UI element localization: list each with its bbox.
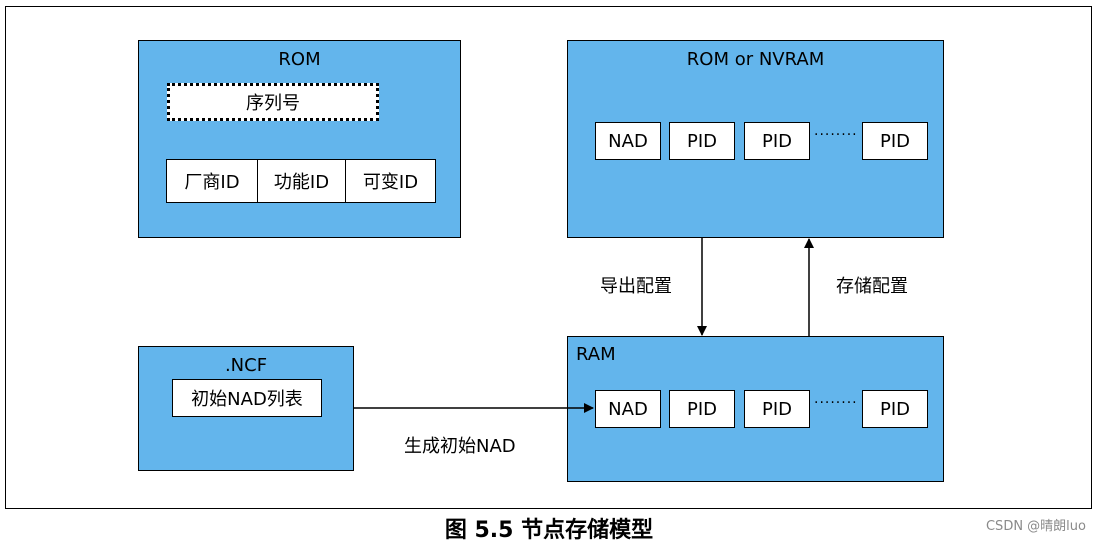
watermark: CSDN @晴朗luo <box>985 519 1086 534</box>
store-config-label: 存储配置 <box>836 276 908 297</box>
export-config-label: 导出配置 <box>600 276 672 297</box>
nvram-ellipsis: ········ <box>814 127 858 143</box>
ram-pid-cell: PID <box>862 390 928 428</box>
ncf-title: .NCF <box>224 355 268 376</box>
ram-ellipsis: ········ <box>814 395 858 411</box>
diagram-frame <box>5 6 1092 509</box>
nvram-pid-cell: PID <box>669 122 735 160</box>
rom-block: ROM 序列号 厂商ID 功能ID 可变ID <box>138 40 461 238</box>
vendor-id-cell: 厂商ID <box>166 159 258 203</box>
generate-nad-label: 生成初始NAD <box>404 436 516 457</box>
rom-title: ROM <box>278 49 321 70</box>
nvram-title: ROM or NVRAM <box>686 49 825 70</box>
nvram-pid-cell: PID <box>862 122 928 160</box>
figure-caption: 图 5.5 节点存储模型 <box>444 518 654 543</box>
nvram-pid-cell: PID <box>744 122 810 160</box>
serial-number-box: 序列号 <box>167 83 379 121</box>
ram-pid-cell: PID <box>669 390 735 428</box>
ram-block: RAM NAD PID PID ········ PID <box>567 336 944 482</box>
nvram-block: ROM or NVRAM NAD PID PID ········ PID <box>567 40 944 238</box>
ncf-block: .NCF 初始NAD列表 <box>138 346 354 471</box>
initial-nad-list-box: 初始NAD列表 <box>172 379 322 417</box>
ram-pid-cell: PID <box>744 390 810 428</box>
ram-title: RAM <box>576 344 616 365</box>
ram-nad-cell: NAD <box>595 390 661 428</box>
variant-id-cell: 可变ID <box>345 159 436 203</box>
nvram-nad-cell: NAD <box>595 122 661 160</box>
